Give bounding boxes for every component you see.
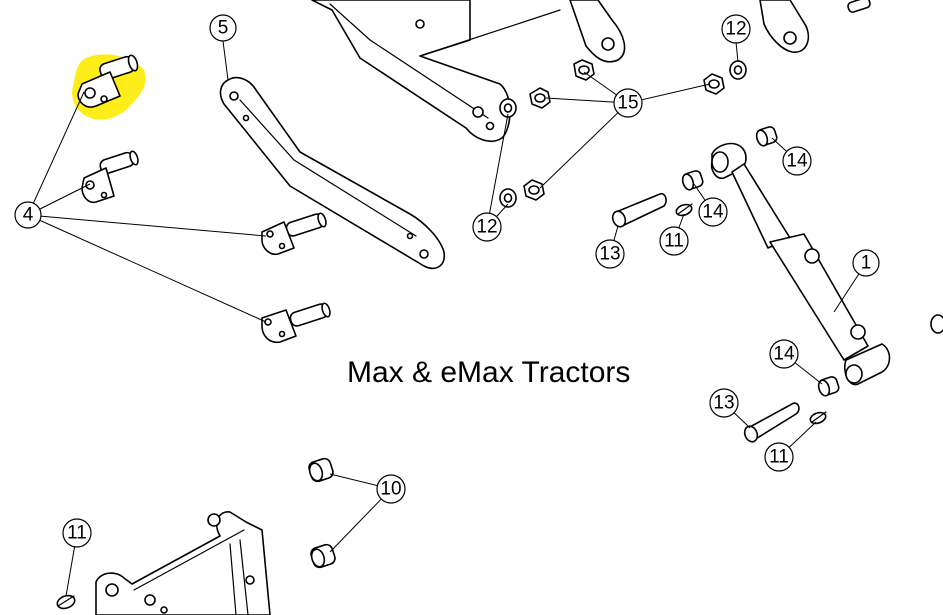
callout-label: 14: [786, 151, 808, 172]
clevis-pin-part-2[interactable]: [742, 402, 800, 444]
lower-arm-part[interactable]: [219, 76, 446, 270]
pin-part-2[interactable]: [81, 150, 139, 204]
callout-label: 13: [599, 244, 620, 265]
washer-part-2[interactable]: [499, 188, 517, 208]
bushing-part-1[interactable]: [755, 126, 778, 148]
pin-part-4[interactable]: [261, 302, 331, 344]
callout-label: 14: [702, 202, 724, 223]
callout-11-bottom[interactable]: 11: [62, 518, 92, 548]
callout-label: 12: [725, 19, 746, 40]
callout-14-bottom[interactable]: 14: [769, 339, 799, 369]
sleeve-part-2[interactable]: [309, 543, 336, 569]
clip-part-1[interactable]: [675, 203, 693, 218]
callout-label: 11: [769, 447, 789, 468]
callout-11-top[interactable]: 11: [659, 226, 689, 256]
callout-label: 4: [23, 205, 34, 226]
callout-11-right[interactable]: 11: [764, 442, 794, 472]
callout-label: 13: [713, 393, 734, 414]
mounting-frame-part[interactable]: [95, 511, 271, 615]
callout-13-top[interactable]: 13: [595, 239, 625, 269]
upper-bracket-part[interactable]: [569, 0, 871, 63]
callout-label: 14: [773, 344, 795, 365]
edge-part[interactable]: [930, 314, 943, 334]
callout-label: 1: [861, 253, 872, 274]
callout-12-top[interactable]: 12: [721, 14, 751, 44]
callout-10[interactable]: 10: [376, 474, 406, 504]
callout-5[interactable]: 5: [209, 14, 237, 42]
callout-label: 12: [476, 217, 497, 238]
callout-label: 11: [67, 523, 87, 544]
callout-4[interactable]: 4: [14, 201, 42, 229]
washer-part-1[interactable]: [499, 98, 517, 118]
hydraulic-cylinder-part[interactable]: [710, 142, 891, 386]
callout-15[interactable]: 15: [613, 88, 643, 118]
pin-part-3[interactable]: [261, 212, 327, 256]
clip-part-2[interactable]: [809, 411, 827, 426]
callout-14-mid[interactable]: 14: [698, 197, 728, 227]
callout-12-left[interactable]: 12: [472, 212, 502, 242]
callout-14-top[interactable]: 14: [782, 146, 812, 176]
bushing-part-3[interactable]: [817, 376, 840, 398]
callout-label: 10: [380, 479, 401, 500]
washer-part-3[interactable]: [729, 60, 747, 80]
clip-part-3[interactable]: [55, 593, 76, 610]
callout-1[interactable]: 1: [852, 249, 880, 277]
clevis-pin-part-1[interactable]: [610, 192, 667, 229]
nut-part-2[interactable]: [529, 87, 551, 109]
callout-13-bottom[interactable]: 13: [709, 388, 739, 418]
leader-lines: [27, 40, 867, 597]
upper-frame-part[interactable]: [311, 0, 561, 143]
callout-label: 5: [218, 18, 229, 39]
pin-part-top[interactable]: [77, 54, 139, 108]
diagram-title: Max & eMax Tractors: [347, 356, 630, 389]
nut-part-3[interactable]: [523, 179, 545, 201]
nut-part-4[interactable]: [703, 73, 725, 95]
bushing-part-2[interactable]: [681, 170, 704, 192]
callout-label: 11: [664, 231, 684, 252]
callout-label: 15: [617, 93, 638, 114]
sleeve-part-1[interactable]: [307, 457, 334, 483]
